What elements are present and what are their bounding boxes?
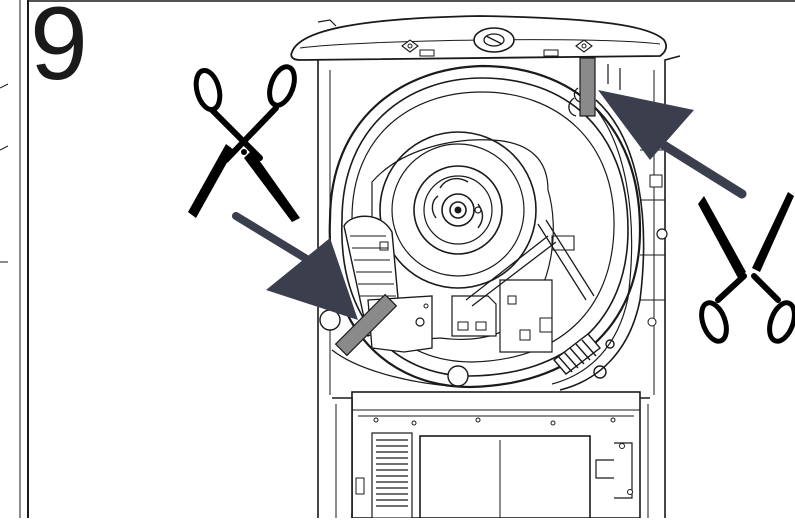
arrow-icon-right [598,90,747,199]
hose-reel [319,64,645,391]
device-cabinet [317,391,666,519]
tape-strip-left [334,293,398,357]
arrow-icon [232,212,358,320]
scissors-icon [188,64,300,222]
device-lid [290,15,667,61]
vent-grille [371,432,413,519]
tape-strip-right [579,57,596,117]
tape-strips [334,57,596,357]
hose-clamp [552,333,615,379]
scissors-icon-right [698,192,795,344]
step-number: 9 [30,0,88,102]
